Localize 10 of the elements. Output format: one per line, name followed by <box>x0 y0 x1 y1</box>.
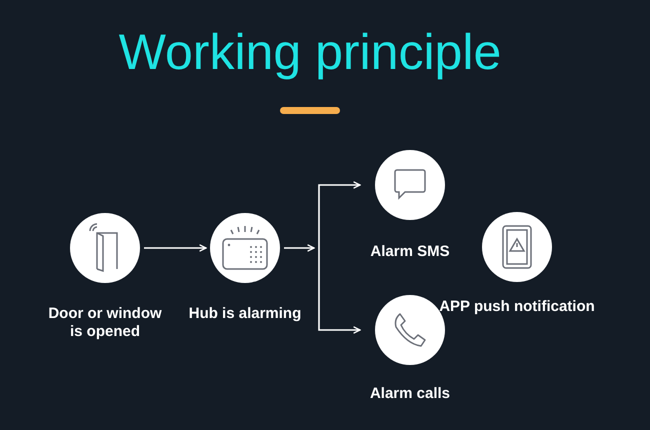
arrow <box>284 244 315 252</box>
node-label: Hub is alarming <box>188 305 302 323</box>
arrow <box>318 181 361 248</box>
title: Working principle <box>118 23 502 82</box>
node-label: APP push notification <box>439 298 595 316</box>
node-label: Alarm calls <box>370 385 450 403</box>
node-label: Alarm SMS <box>370 243 450 261</box>
node-label: Door or window is opened <box>47 305 163 341</box>
arrow <box>144 244 207 252</box>
arrow <box>318 248 361 334</box>
